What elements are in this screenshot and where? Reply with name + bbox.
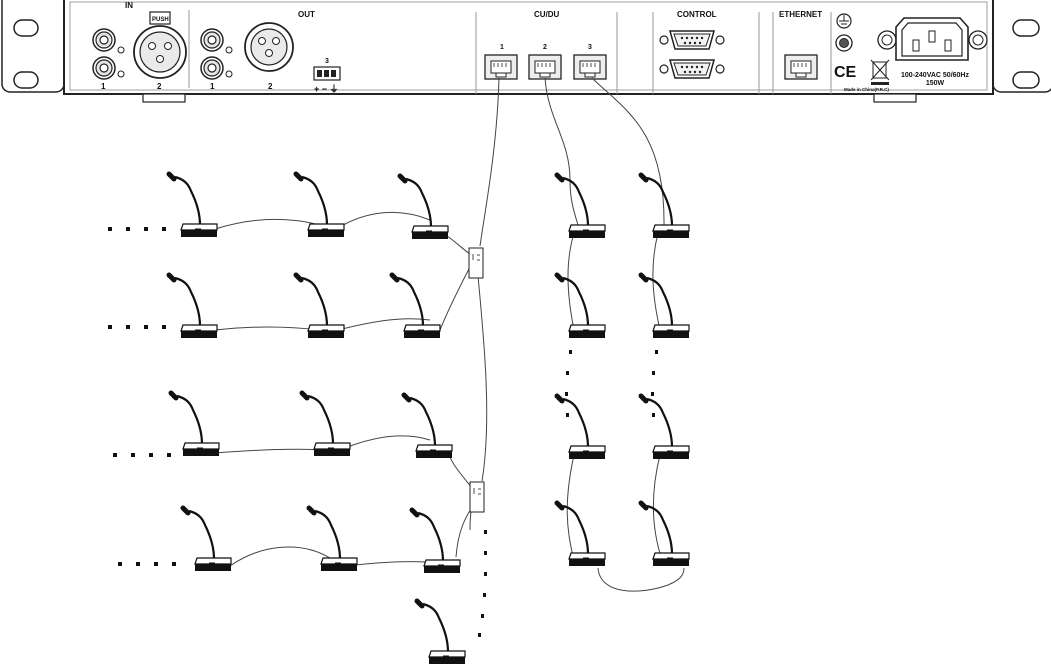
mic-r2-1: [169, 275, 217, 338]
power-rating-line2: 150W: [926, 80, 945, 87]
dots-colA: [565, 350, 572, 417]
continuation-dots: [108, 227, 658, 637]
splitter-box-1: [468, 247, 484, 279]
cable-row3-b: [344, 435, 431, 449]
cable-row2-b: [337, 318, 431, 331]
control-title: CONTROL: [677, 10, 717, 19]
cable-colA-1-2: [567, 232, 575, 331]
mic-colB-2: [641, 275, 689, 338]
cable-row2-a: [214, 326, 321, 331]
mic-r4-1: [183, 508, 231, 571]
cable-row3-a: [214, 448, 331, 454]
dots-colB: [651, 350, 658, 417]
mic-r1-3: [400, 176, 448, 239]
in-label-1: 1: [101, 82, 106, 91]
dots-col-vertical: [478, 530, 487, 637]
power-rating-line1: 100-240VAC 50/60Hz: [901, 72, 969, 79]
in-rca-1-icon[interactable]: [92, 28, 116, 52]
cu-du-port-2-icon[interactable]: [528, 54, 562, 80]
dots-row1: [108, 227, 166, 231]
weee-bin-icon: [870, 59, 890, 85]
origin-text: Made in China(P.R.C): [844, 87, 889, 92]
out-title: OUT: [298, 10, 315, 19]
out-xlr-icon[interactable]: [244, 22, 294, 72]
dots-row4: [118, 562, 176, 566]
in-xlr-icon[interactable]: PUSH: [133, 11, 187, 79]
mic-r4-2: [309, 508, 357, 571]
cable-port2-to-colA: [544, 77, 579, 226]
cable-port3-to-colB: [591, 77, 665, 226]
terminal-block-icon[interactable]: [313, 66, 341, 81]
mic-r3-2: [302, 393, 350, 456]
out-label-2: 2: [268, 82, 273, 91]
mic-r4-3: [412, 510, 460, 573]
mic-colB-4: [641, 503, 689, 566]
cable-colB-3-4: [652, 454, 663, 561]
mic-colA-3: [557, 396, 605, 459]
cu-du-title: CU/DU: [534, 10, 560, 19]
rack-ear-right: [992, 0, 1051, 93]
mic-r3-1: [171, 393, 219, 456]
dots-row2: [108, 325, 166, 329]
mic-r1-1: [169, 174, 217, 237]
in-title: IN: [125, 1, 133, 10]
dots-row3: [113, 453, 171, 457]
cu-du-port-label-1: 1: [500, 44, 504, 51]
out-label-1: 1: [210, 82, 215, 91]
mic-colB-3: [641, 396, 689, 459]
cable-colA-3-4: [566, 454, 575, 561]
cable-port1-to-splitter1: [479, 77, 500, 247]
mic-colB-1: [641, 175, 689, 238]
ethernet-port-icon[interactable]: [784, 54, 818, 80]
mic-r2-3: [392, 275, 440, 338]
cu-du-port-3-icon[interactable]: [573, 54, 607, 80]
mic-colA-2: [557, 275, 605, 338]
cable-splitter1-row2: [439, 264, 472, 331]
iec-power-inlet-icon[interactable]: [877, 17, 988, 61]
ce-mark: CE: [834, 64, 857, 81]
in-rca-2-icon[interactable]: [92, 56, 116, 80]
push-label: PUSH: [152, 17, 169, 23]
cable-row4-a: [229, 546, 331, 567]
cable-row1-b: [337, 211, 431, 229]
mic-colA-4: [557, 503, 605, 566]
cable-splitter1-to-splitter2: [477, 275, 488, 482]
cables: [214, 77, 685, 592]
microphones: [169, 174, 689, 664]
mic-r5-1: [417, 601, 465, 664]
out-rca-2-icon[interactable]: [200, 56, 224, 80]
cable-row1-a: [214, 218, 321, 230]
cu-du-port-1-icon[interactable]: [484, 54, 518, 80]
terminal-number: 3: [325, 58, 329, 65]
out-rca-1-icon[interactable]: [200, 28, 224, 52]
mic-colA-1: [557, 175, 605, 238]
ground-screw-icon[interactable]: [835, 34, 853, 52]
ethernet-title: ETHERNET: [779, 10, 822, 19]
mic-r1-2: [296, 174, 344, 237]
rack-ear-left: [1, 0, 65, 93]
rear-panel: IN PUSH 1 2 OUT 1 2 3: [0, 0, 1051, 104]
terminal-symbols: + − ⏚: [314, 84, 339, 94]
in-label-2: 2: [157, 82, 162, 91]
cable-colA-colB-loop: [597, 567, 685, 592]
cu-du-port-label-2: 2: [543, 44, 547, 51]
ground-icon: [836, 13, 852, 29]
cu-du-port-label-3: 3: [588, 44, 592, 51]
mic-r3-3: [404, 395, 452, 458]
splitter-box-2: [469, 481, 485, 513]
